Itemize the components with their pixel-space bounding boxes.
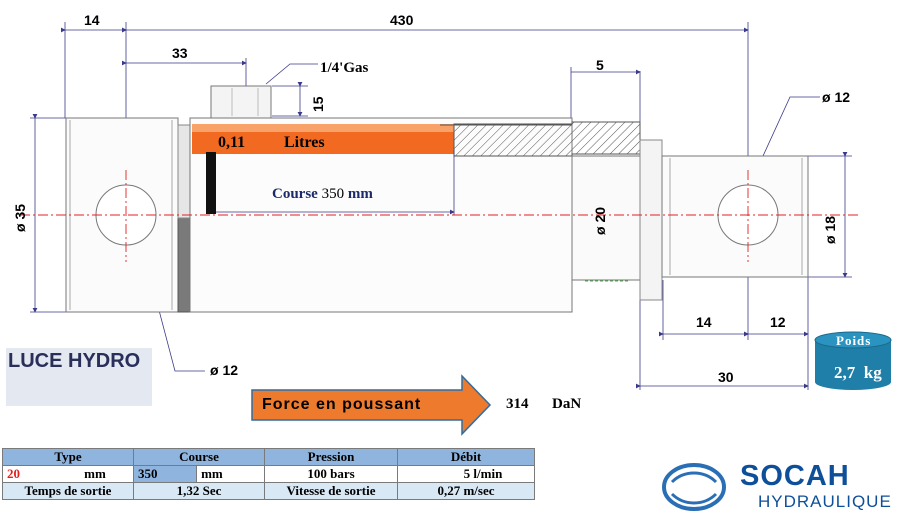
volume-unit: Litres <box>284 134 325 151</box>
table-header-row: Type Course Pression Débit <box>2 448 535 466</box>
vitesse-label: Vitesse de sortie <box>264 482 398 500</box>
debit-cell: 5 l/min <box>397 465 535 483</box>
dim-diameter-12-right: ø 12 <box>822 89 851 105</box>
dim-diameter-18: ø 18 <box>822 215 838 244</box>
port-label: 1/4'Gas <box>320 60 369 76</box>
header-course: Course <box>133 448 265 466</box>
type-unit: mm <box>57 465 134 483</box>
dim-15: 15 <box>310 96 326 112</box>
course-unit: mm <box>347 186 373 202</box>
dim-14-top: 14 <box>84 12 100 28</box>
centerlines <box>20 170 860 262</box>
dim-diameter-20: ø 20 <box>592 206 608 235</box>
course-word: Course <box>272 186 318 202</box>
dim-5: 5 <box>596 57 604 73</box>
volume-value: 0,11 <box>218 134 246 151</box>
weight-label: Poids <box>836 333 872 348</box>
debit-value: 5 <box>463 466 471 481</box>
cylinder-body <box>65 85 809 313</box>
header-type: Type <box>2 448 134 466</box>
force-arrow <box>251 374 492 436</box>
course-value: 350 <box>321 186 345 202</box>
spec-table: Type Course Pression Débit 20 mm 350 mm … <box>2 448 535 500</box>
dim-12-bottom: 12 <box>770 314 786 330</box>
force-unit: DaN <box>552 396 582 412</box>
type-value: 20 <box>2 465 57 483</box>
debit-unit: l/min <box>473 466 503 481</box>
course-label: Course 350 mm <box>272 186 373 203</box>
course-cell-unit: mm <box>196 465 265 483</box>
temps-label: Temps de sortie <box>2 482 134 500</box>
dim-33: 33 <box>172 45 188 61</box>
socah-logo-text: SOCAH <box>740 460 850 492</box>
socah-logo-subtext: HYDRAULIQUE <box>758 492 892 511</box>
pression-value: 100 bars <box>264 465 398 483</box>
dim-14-bottom: 14 <box>696 314 712 330</box>
dim-diameter-35: ø 35 <box>12 203 28 232</box>
lucehydro-logo: LUCE HYDRO <box>6 348 152 406</box>
temps-value: 1,32 Sec <box>133 482 265 500</box>
lucehydro-text: LUCE HYDRO <box>8 350 141 372</box>
weight-badge <box>814 331 892 390</box>
course-cell-value: 350 <box>132 465 198 483</box>
header-pression: Pression <box>264 448 398 466</box>
dim-430: 430 <box>390 12 414 28</box>
weight-value: 2,7 kg <box>834 363 882 382</box>
force-label: Force en poussant <box>262 396 422 413</box>
socah-emblem <box>662 463 726 511</box>
dim-30: 30 <box>718 369 734 385</box>
vitesse-value: 0,27 m/sec <box>397 482 535 500</box>
force-value: 314 <box>506 396 529 412</box>
table-row: 20 mm 350 mm 100 bars 5 l/min <box>2 465 535 483</box>
table-row: Temps de sortie 1,32 Sec Vitesse de sort… <box>2 482 535 500</box>
dim-diameter-12-left: ø 12 <box>210 362 239 378</box>
header-debit: Débit <box>397 448 535 466</box>
